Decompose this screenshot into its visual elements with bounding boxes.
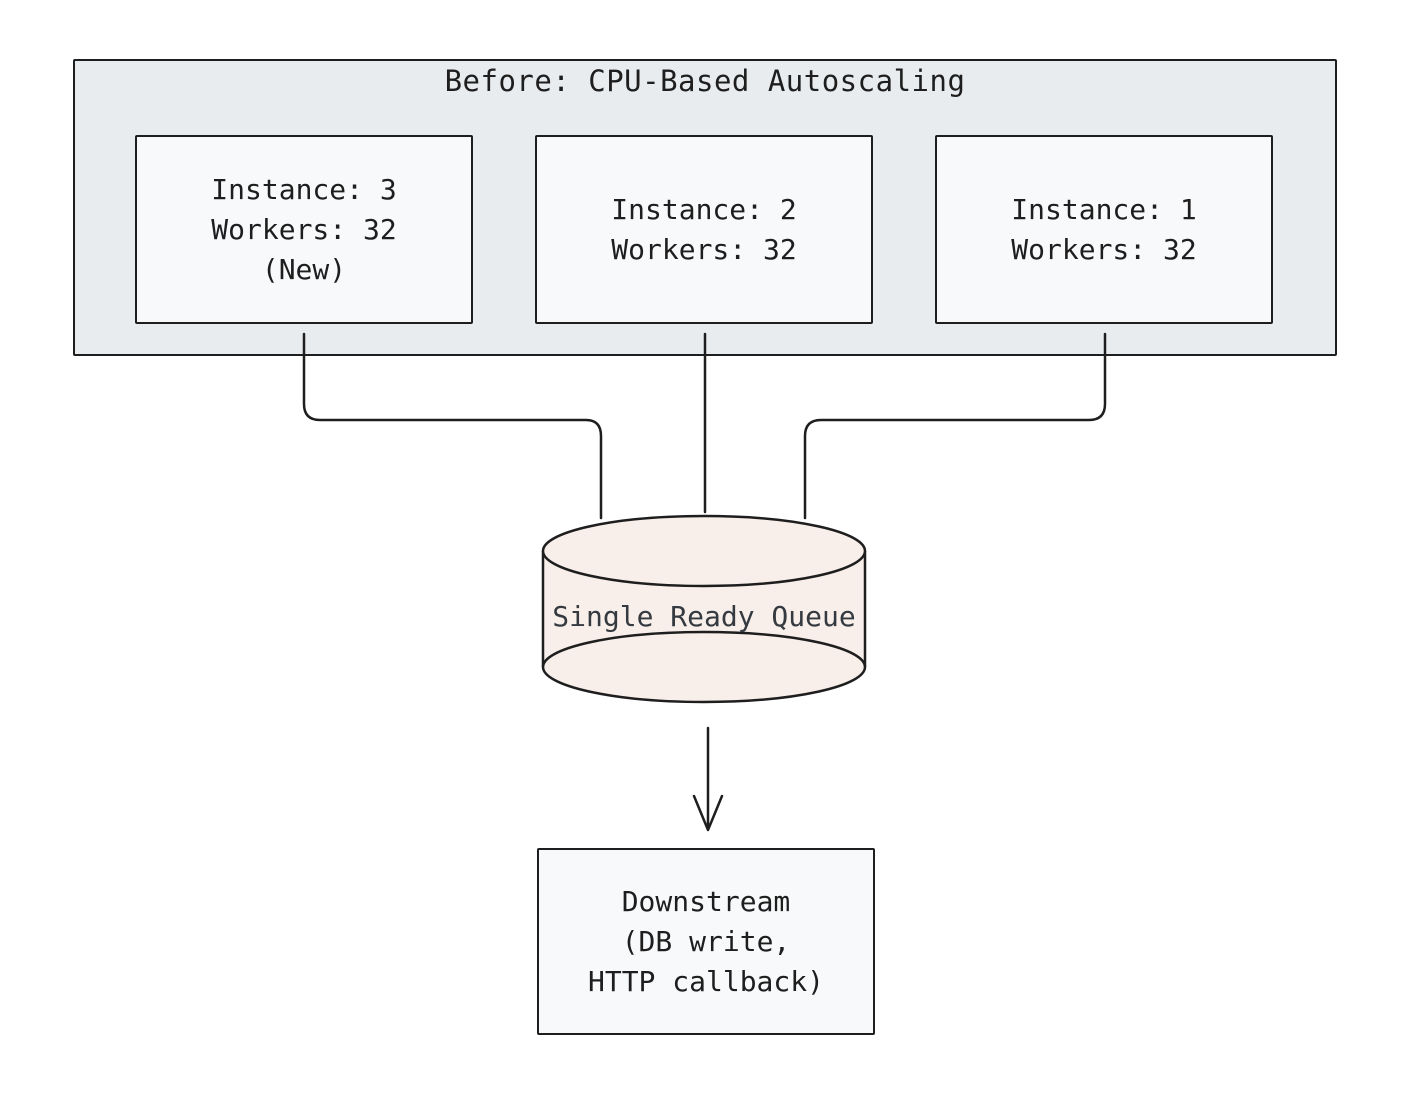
- instance-3-new-tag: (New): [261, 252, 347, 286]
- connector-instance-3: [302, 332, 603, 520]
- instance-2-box: Instance: 2 Workers: 32: [535, 135, 873, 324]
- downstream-box: Downstream (DB write, HTTP callback): [537, 848, 875, 1035]
- arrow-to-downstream: [692, 726, 724, 832]
- queue-label: Single Ready Queue: [552, 600, 856, 633]
- instance-1-label: Instance: 1: [1011, 192, 1197, 226]
- instance-3-box: Instance: 3 Workers: 32 (New): [135, 135, 473, 324]
- instance-3-workers: Workers: 32: [211, 212, 397, 246]
- instance-2-label: Instance: 2: [611, 192, 797, 226]
- downstream-detail-2: HTTP callback): [587, 964, 824, 998]
- group-title: Before: CPU-Based Autoscaling: [444, 64, 966, 98]
- instance-1-workers: Workers: 32: [1011, 232, 1197, 266]
- instance-1-box: Instance: 1 Workers: 32: [935, 135, 1273, 324]
- queue-cylinder: [541, 514, 867, 704]
- downstream-title: Downstream: [621, 884, 791, 918]
- instance-2-workers: Workers: 32: [611, 232, 797, 266]
- downstream-detail-1: (DB write,: [621, 924, 791, 958]
- connector-instance-1: [803, 332, 1107, 520]
- instance-3-label: Instance: 3: [211, 172, 397, 206]
